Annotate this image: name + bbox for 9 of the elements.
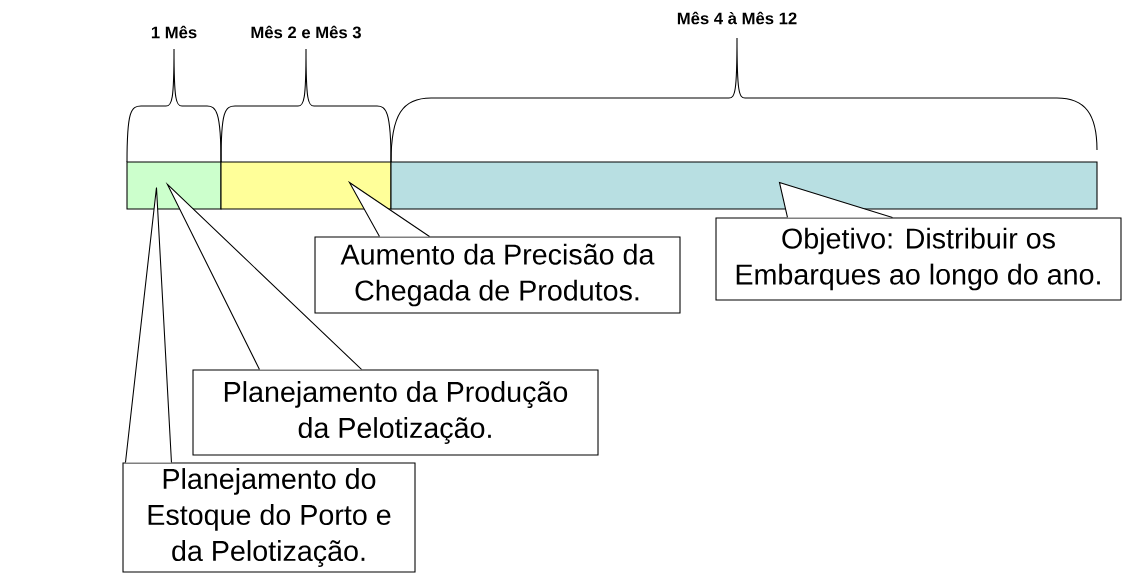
callout-box: Objetivo: Distribuir os Embarques ao longo do ano. [715, 217, 1122, 301]
timeline-bar [390, 161, 1098, 210]
brace-label: 1 Mês [151, 25, 197, 39]
callout-box: Planejamento da Produção da Pelotização. [192, 369, 599, 456]
timeline-bar [126, 161, 222, 210]
brace-label: Mês 4 à Mês 12 [677, 11, 797, 25]
brace-label: Mês 2 e Mês 3 [251, 25, 361, 39]
timeline-bar [220, 161, 392, 210]
callout-box: Planejamento do Estoque do Porto e da Pelotização. [122, 462, 416, 573]
